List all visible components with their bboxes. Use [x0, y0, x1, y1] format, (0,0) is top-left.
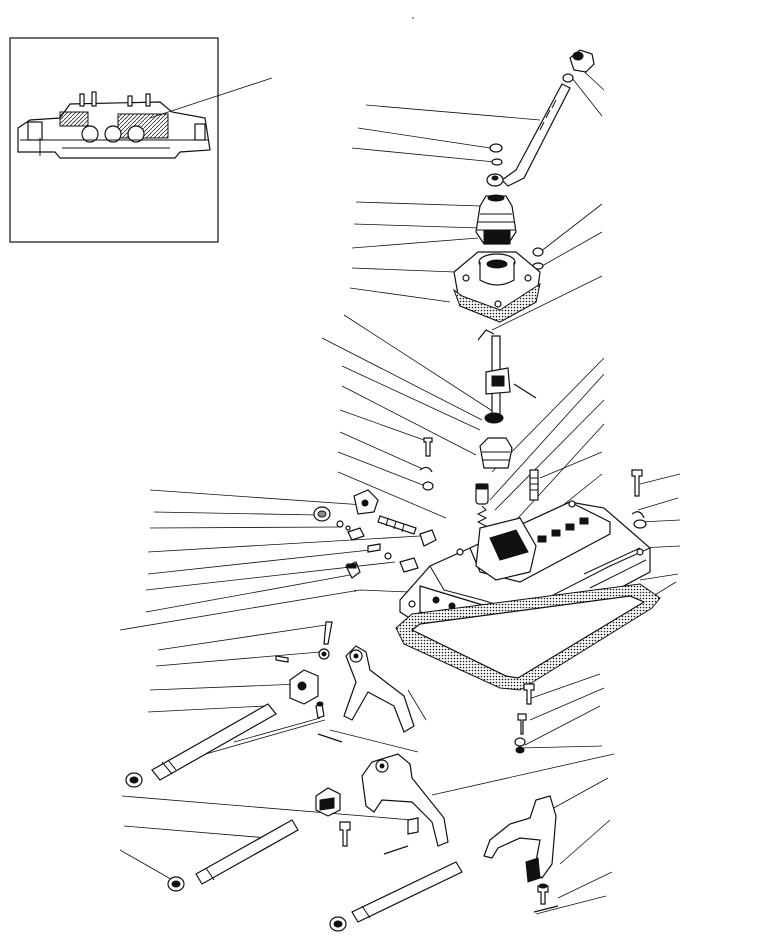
inset-frame [9, 37, 219, 243]
gasket-bolt-1 [523, 683, 535, 705]
plug-bolt [423, 437, 433, 457]
interlock-housing [353, 489, 379, 515]
roll-pin-1 [323, 621, 333, 645]
inset-leader [149, 77, 273, 119]
gasket-bolt-2 [517, 713, 527, 735]
cover-circlip [631, 511, 645, 519]
roll-pin-2 [383, 845, 409, 855]
detent-plunger [475, 483, 489, 505]
interlock-screw [419, 529, 437, 547]
interlock-ball-1 [336, 520, 344, 528]
circlip [419, 466, 433, 473]
interlock-spring-rod [377, 515, 417, 535]
set-screw [275, 655, 289, 663]
interlock-sleeve [347, 527, 365, 541]
interlock-cap [313, 506, 331, 522]
rod-plug-2 [167, 876, 185, 892]
shaft-seal [484, 412, 504, 424]
interlock-ball-3 [384, 552, 392, 560]
lock-nut [318, 648, 330, 660]
interlock-pin [367, 543, 381, 553]
leader-lines-left [119, 104, 541, 883]
cover-washer [633, 519, 647, 529]
cover-bolt [631, 469, 643, 497]
selector-shaft [477, 329, 511, 421]
fork-pin-2 [533, 905, 559, 913]
lever-ball-bushing [486, 173, 504, 187]
interlock-bush [399, 557, 419, 573]
small-washer [422, 481, 434, 491]
inset-cover-section [17, 91, 211, 159]
lever-nut [562, 73, 574, 83]
selector-pin [513, 383, 537, 399]
stud [529, 469, 539, 501]
selector-rod-2 [195, 819, 299, 885]
gasket-nut [515, 746, 525, 754]
cover-gasket [395, 583, 661, 691]
interlock-ball-2 [345, 525, 351, 531]
selector-block [289, 669, 319, 705]
scan-mark [353, 589, 357, 593]
selector-block-2 [315, 787, 341, 817]
fork-bolt-1 [339, 821, 351, 847]
selector-rod-3 [351, 861, 463, 923]
lever-washer-1 [489, 143, 503, 153]
rod-plug-1 [125, 772, 143, 788]
gear-lever-knob [569, 49, 595, 73]
fork-bolt-2 [537, 883, 549, 905]
gear-lever [501, 83, 571, 187]
selector-fork-1 [343, 645, 415, 733]
selector-rod-1 [151, 703, 277, 781]
fork-pin-1 [317, 733, 343, 743]
breather-cap [345, 561, 361, 579]
block-screw [315, 701, 325, 719]
gasket-washer [514, 737, 526, 747]
fork-clip [407, 817, 419, 835]
selector-fork-3 [483, 795, 557, 883]
shaft-boot [479, 437, 513, 469]
lever-housing-cap [452, 251, 541, 323]
inset-section-view [9, 37, 273, 243]
rubber-boot [475, 194, 517, 245]
rod-plug-3 [329, 916, 347, 932]
lever-washer-2 [491, 158, 503, 166]
selector-fork-2 [361, 753, 449, 847]
boot-washer-1 [532, 247, 544, 257]
